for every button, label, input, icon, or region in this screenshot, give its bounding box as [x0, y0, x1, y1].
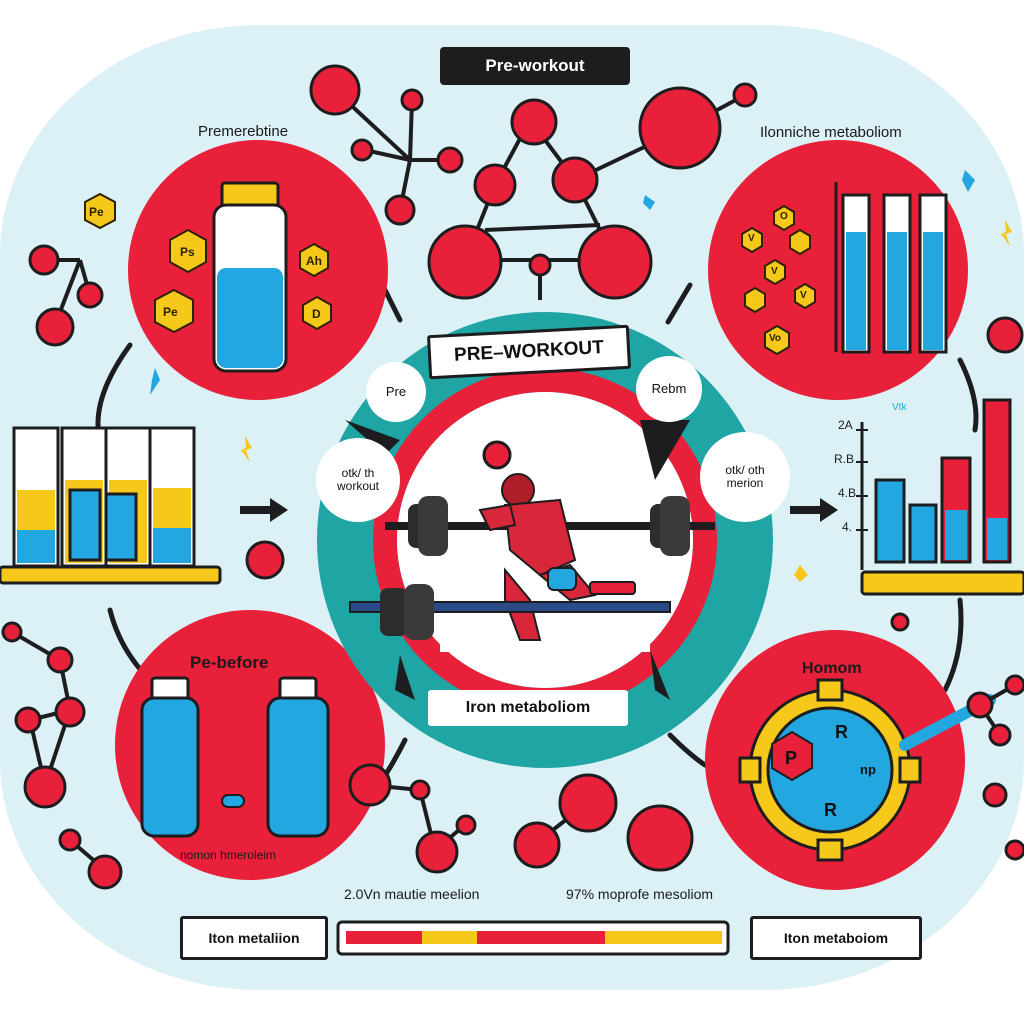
hex-label: Pe [89, 205, 104, 219]
hex-label: D [312, 307, 321, 321]
hex-label: Ps [180, 245, 195, 259]
panel-top-left-title: Premerebtine [198, 123, 289, 140]
molecule-chain-left-nodes [28, 244, 512, 580]
molecule-chain-right-nodes [890, 316, 1024, 861]
center-bubble-merion: otk/ oth merion [700, 432, 790, 522]
gear-bottom-right [738, 678, 996, 862]
right-chart-tick: R.B [834, 452, 855, 466]
hexagon-cluster-top-left [84, 192, 332, 334]
test-tube-rack-left [0, 426, 222, 585]
center-bubble-pre: Pre [366, 362, 426, 422]
right-chart-tick: 2A [838, 418, 853, 432]
footer-stat-left: 2.0Vn mautie meelion [344, 886, 480, 902]
molecule-nodes-top [309, 64, 758, 300]
gear-label: np [860, 762, 876, 777]
hexagon-ring-top-right [741, 204, 816, 356]
spark-icons [241, 220, 1012, 582]
hex-label: V [748, 233, 755, 244]
footer-progress-bar [336, 920, 730, 956]
footer-tag-left: Iton metaliion [180, 916, 328, 960]
hex-label: Vo [769, 333, 782, 344]
lifter-figure [478, 473, 636, 641]
hex-label: Ah [306, 254, 322, 268]
hex-label: O [780, 211, 788, 222]
panel-bottom-left-title: Pe-before [190, 653, 269, 672]
right-chart-legend: Vtk [892, 402, 907, 413]
bar-chart-right [856, 398, 1024, 596]
header-title: Pre-workout [440, 47, 630, 85]
ring-arrows [345, 420, 690, 700]
center-bottom-label: Iron metaboliom [428, 690, 628, 726]
gear-label: R [824, 800, 837, 820]
molecule-chain-bottom-nodes [348, 763, 694, 874]
barbell-lower [349, 584, 671, 640]
hex-label: V [800, 290, 807, 301]
bar-chart-top-right [834, 182, 948, 354]
hex-label: Pe [163, 305, 178, 319]
sparkle-icons [150, 170, 975, 395]
right-chart-tick: 4. [842, 520, 853, 534]
footer-tag-right: Iton metaboiom [750, 916, 922, 960]
panel-bottom-left-caption: nomon hmeroleim [180, 848, 277, 862]
center-bubble-rebm: Rebm [636, 356, 702, 422]
flow-arrows [240, 498, 838, 522]
center-bubble-workout: otk/ th workout [316, 438, 400, 522]
gear-label: R [835, 722, 848, 742]
panel-bottom-right-title: Homom [802, 660, 862, 677]
footer-stat-right: 97% moprofe mesoliom [566, 886, 714, 902]
gear-label: P [785, 748, 798, 768]
panel-top-right-title: Ilonniche metaboliom [760, 124, 902, 141]
molecule-web-bottom-left-nodes [1, 621, 123, 890]
bottles-bottom-left [140, 676, 330, 838]
bottle-top-left [212, 181, 288, 373]
right-chart-tick: 4.B [838, 486, 857, 500]
hex-label: V [771, 266, 778, 277]
